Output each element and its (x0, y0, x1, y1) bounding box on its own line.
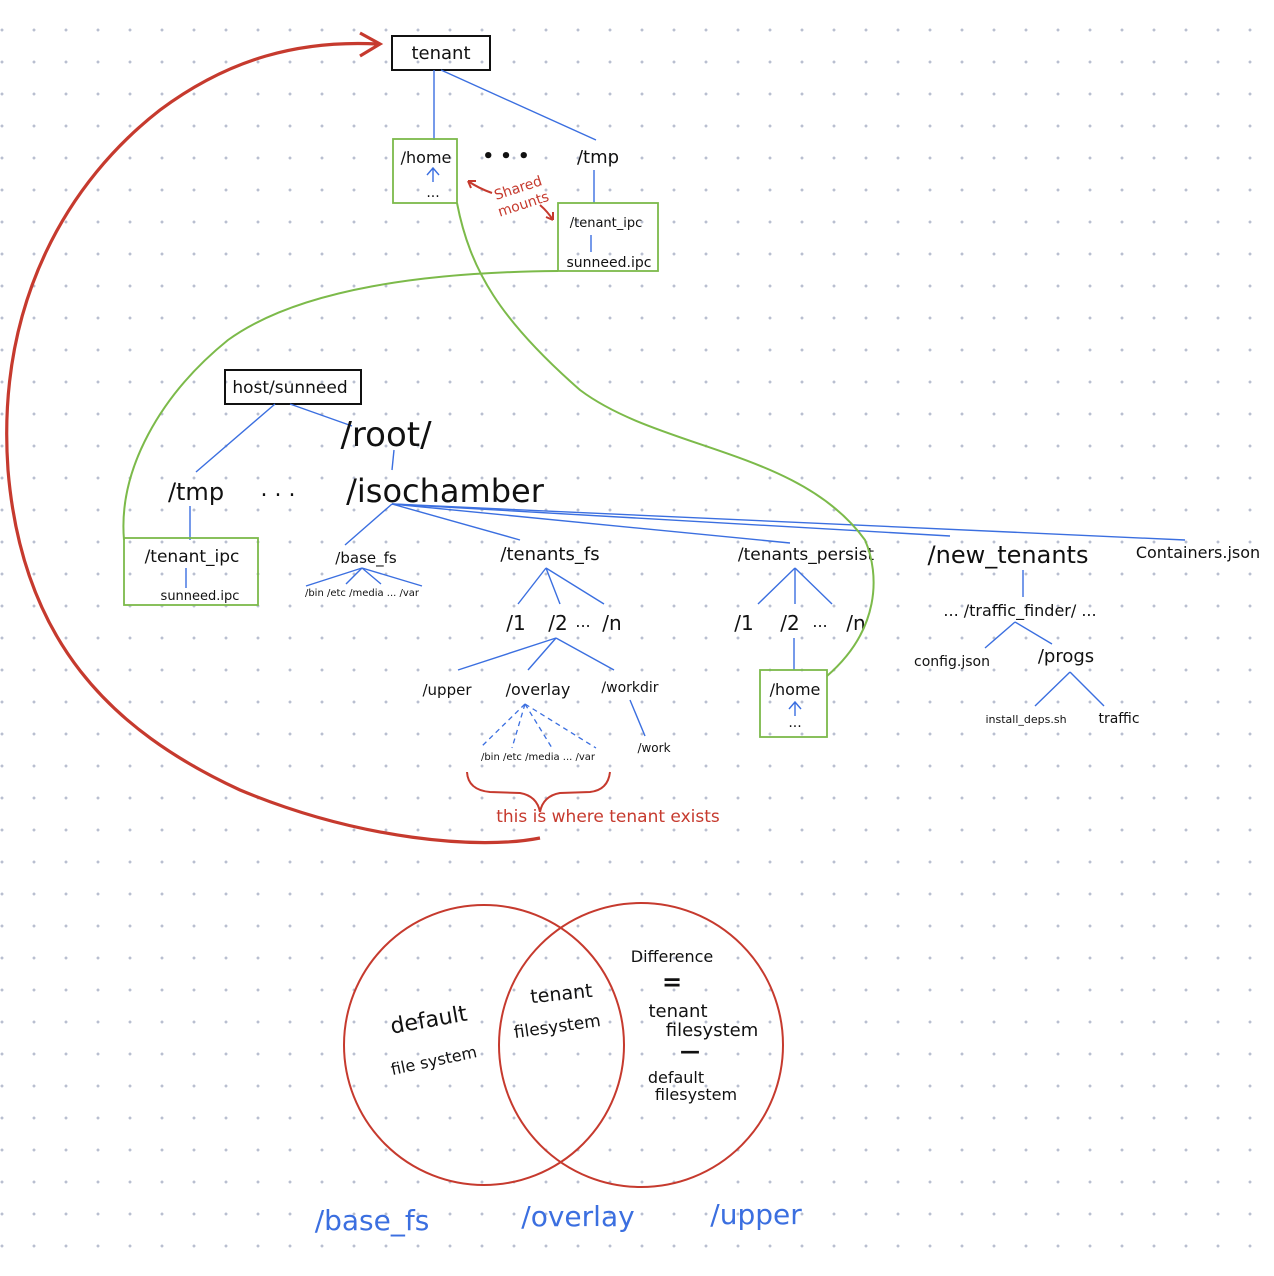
venn-label-upper: /upper (710, 1198, 802, 1231)
host-ellipsis: . . . (261, 477, 296, 502)
host-ipc-label: /tenant_ipc (145, 547, 240, 567)
new-tenants-label: /new_tenants (928, 541, 1089, 569)
tenant-loop-arrow (5, 41, 541, 845)
tenants-fs-edge-n (545, 567, 605, 605)
host-root-label: host/sunneed (232, 378, 347, 398)
persist-home-label: /home (770, 680, 821, 699)
tenant-tmp-label: /tmp (577, 147, 619, 168)
tenant-home-arrow (426, 166, 440, 182)
venn-right-line5: filesystem (655, 1085, 737, 1104)
shared-mounts-arrow-left (467, 180, 493, 194)
progs-install-edge (1034, 671, 1071, 707)
venn-left-line1: default (389, 1002, 470, 1040)
containers-json-label: Containers.json (1136, 543, 1260, 562)
tenants-fs-id-n: /n (602, 611, 621, 635)
tenant-edge-overlay (527, 637, 557, 671)
host-ipc-box (123, 537, 259, 606)
progs-label: /progs (1038, 646, 1094, 667)
venn-middle-line2: filesystem (513, 1011, 602, 1043)
tenant-tmp-edge (440, 69, 597, 141)
overlay-label: /overlay (506, 680, 571, 699)
tenants-fs-edge-2 (545, 567, 561, 605)
progs-traffic-edge (1069, 671, 1105, 707)
isochamber-label: /isochamber (346, 472, 545, 510)
traffic-finder-config-edge (984, 621, 1016, 649)
tenants-persist-id-2: /2 (780, 611, 799, 635)
tenants-persist-edge-1 (757, 567, 796, 605)
host-tmp-label: /tmp (168, 478, 224, 506)
venn-label-overlay: /overlay (521, 1200, 634, 1233)
root-dir-label: /root/ (340, 415, 432, 455)
venn-right-line4: default (648, 1068, 704, 1087)
traffic-finder-progs-edge (1014, 621, 1053, 645)
tenant-edge-upper (457, 637, 557, 671)
shared-mounts-note: Shared mounts (492, 173, 551, 220)
shared-mounts-arrow-right (539, 204, 554, 221)
tenants-persist-id-n: /n (846, 611, 865, 635)
venn-middle-line1: tenant (529, 980, 593, 1008)
home-shared-mount-line (456, 202, 875, 677)
persist-home-arrow (788, 700, 802, 716)
venn-right-minus: — (680, 1039, 700, 1063)
tenant-ellipsis: • • • (482, 146, 529, 167)
traffic-finder-label: ... /traffic_finder/ ... (943, 601, 1096, 621)
tenant-loop-arrowhead (359, 31, 384, 58)
tenant-home-box (392, 138, 458, 204)
overlay-brace (466, 771, 611, 813)
base-fs-edge-media (361, 567, 382, 585)
venn-label-base-fs: /base_fs (315, 1204, 430, 1237)
workdir-work-edge (629, 699, 646, 737)
venn-left-circle (343, 904, 625, 1186)
tenants-fs-id-2: /2 (548, 611, 567, 635)
overlay-dashed-edges (479, 703, 597, 749)
tenant-home-child: ... (426, 185, 439, 201)
tenant-ipc-label: /tenant_ipc (570, 216, 643, 231)
base-fs-edge-etc (345, 567, 363, 585)
base-fs-label: /base_fs (335, 549, 397, 568)
tenant-exists-note: this is where tenant exists (496, 807, 720, 827)
venn-left-line2: file system (389, 1042, 478, 1079)
tenants-fs-edge-1 (517, 567, 547, 605)
work-label: /work (637, 741, 670, 755)
tenants-fs-label: /tenants_fs (500, 544, 599, 565)
host-root-box (224, 369, 362, 405)
traffic-label: traffic (1098, 711, 1139, 727)
persist-home-box (759, 669, 828, 738)
base-fs-edge-var (361, 567, 423, 587)
tenants-persist-edge-n (794, 567, 833, 605)
venn-right-line1: Difference (631, 947, 713, 966)
host-ipc-file: sunneed.ipc (161, 589, 240, 604)
tenant-home-label: /home (401, 148, 452, 167)
upper-label: /upper (423, 681, 473, 699)
venn-right-eq: = (662, 968, 682, 996)
host-tmp-edge (195, 403, 276, 473)
install-deps-label: install_deps.sh (985, 713, 1066, 726)
root-isochamber-edge (391, 449, 395, 471)
tenant-ipc-box (557, 202, 659, 272)
ipc-shared-mount-line (122, 270, 559, 541)
workdir-label: /workdir (601, 680, 658, 696)
tenants-fs-id-1: /1 (506, 611, 525, 635)
tenant-edge-workdir (555, 637, 615, 671)
base-fs-edge-bin (305, 567, 363, 587)
tenant-root-label: tenant (411, 43, 470, 64)
tenant-ipc-file: sunneed.ipc (567, 255, 652, 271)
persist-home-child: ... (788, 715, 801, 731)
base-fs-children: /bin /etc /media ... /var (305, 588, 420, 599)
venn-right-line3: filesystem (666, 1020, 759, 1041)
venn-right-line2: tenant (648, 1001, 707, 1022)
config-json-label: config.json (914, 654, 990, 670)
tenants-persist-id-1: /1 (734, 611, 753, 635)
host-root-edge (289, 403, 353, 427)
tenants-persist-label: /tenants_persist (738, 545, 875, 565)
isochamber-edges (344, 503, 1186, 546)
venn-right-circle (498, 902, 784, 1188)
overlay-children: /bin /etc /media ... /var (481, 752, 596, 763)
tenants-persist-id-dots: ... (812, 612, 827, 631)
tenants-fs-id-dots: ... (575, 612, 590, 631)
